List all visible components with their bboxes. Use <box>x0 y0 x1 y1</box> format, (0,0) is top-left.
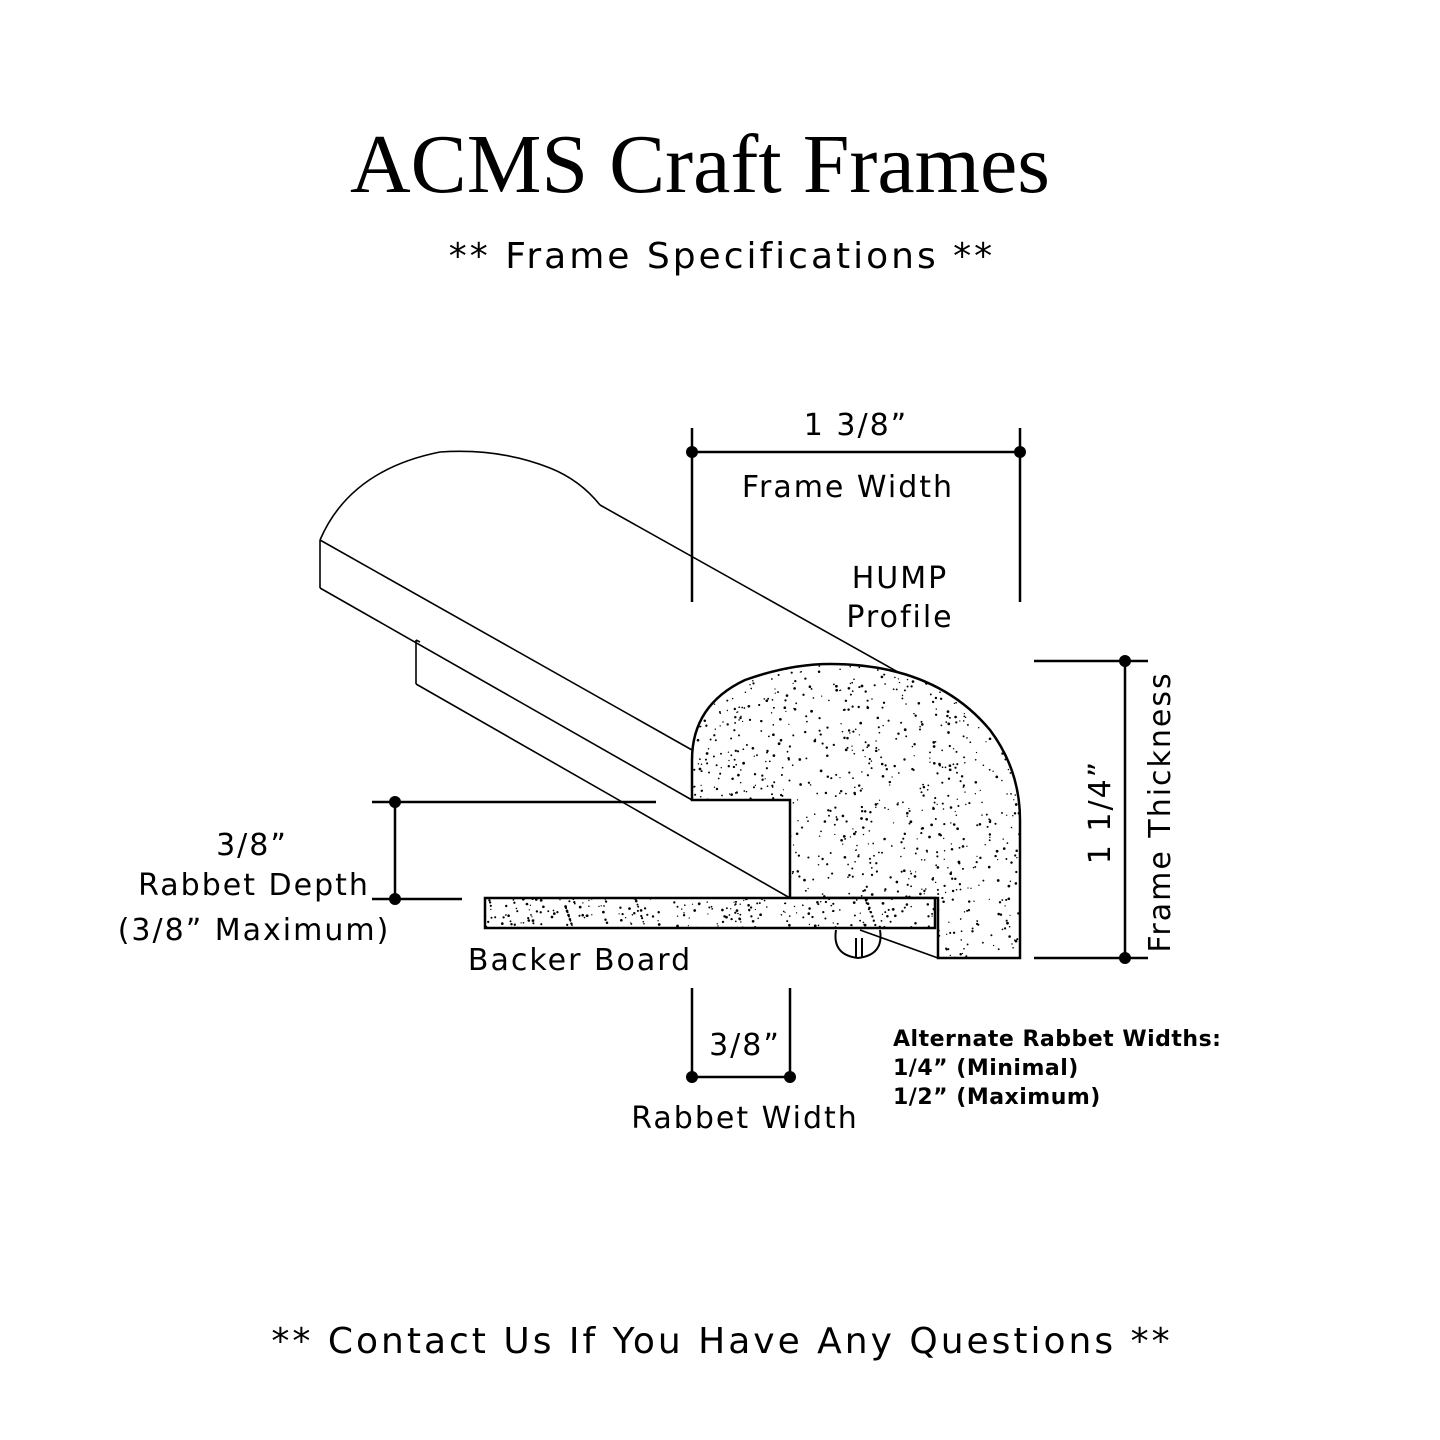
alternate-rabbet-option-maximum: 1/2” (Maximum) <box>893 1085 1101 1110</box>
rabbet-width-label: Rabbet Width <box>631 1101 859 1136</box>
page-title: ACMS Craft Frames <box>350 118 1050 211</box>
moulding-front-face-lower <box>319 587 693 801</box>
page-subtitle: ** Frame Specifications ** <box>449 236 995 277</box>
frame-thickness-label: Frame Thickness <box>1143 671 1178 952</box>
frame-thickness-dimension <box>1034 655 1148 964</box>
rabbet-depth-label: Rabbet Depth <box>138 868 370 903</box>
rabbet-depth-value: 3/8” <box>216 828 288 863</box>
moulding-bottom-edge <box>859 929 939 959</box>
backer-board-label: Backer Board <box>468 943 692 978</box>
moulding-rabbet-edge <box>415 683 791 899</box>
backer-board <box>483 896 937 930</box>
moulding-step-horizontal <box>415 639 421 643</box>
frame-width-label: Frame Width <box>742 470 954 505</box>
frame-width-dimension <box>686 428 1026 602</box>
rabbet-depth-note: (3/8” Maximum) <box>118 913 391 948</box>
rabbet-depth-dimension <box>372 796 656 905</box>
moulding-extrusion <box>319 450 939 959</box>
moulding-ridge-line <box>319 539 693 751</box>
contact-footer: ** Contact Us If You Have Any Questions … <box>271 1321 1172 1362</box>
hanger-screw-icon <box>834 929 882 960</box>
alternate-rabbet-heading: Alternate Rabbet Widths: <box>893 1027 1221 1052</box>
moulding-top-face <box>319 450 601 541</box>
frame-width-value: 1 3/8” <box>804 408 908 443</box>
frame-thickness-value: 1 1/4” <box>1083 760 1118 864</box>
rabbet-width-value: 3/8” <box>709 1028 781 1063</box>
alternate-rabbet-option-minimal: 1/4” (Minimal) <box>893 1056 1079 1081</box>
rabbet-width-dimension <box>686 988 796 1083</box>
moulding-top-edge <box>599 504 931 691</box>
profile-name: HUMP <box>852 561 949 596</box>
profile-label: Profile <box>846 600 953 635</box>
